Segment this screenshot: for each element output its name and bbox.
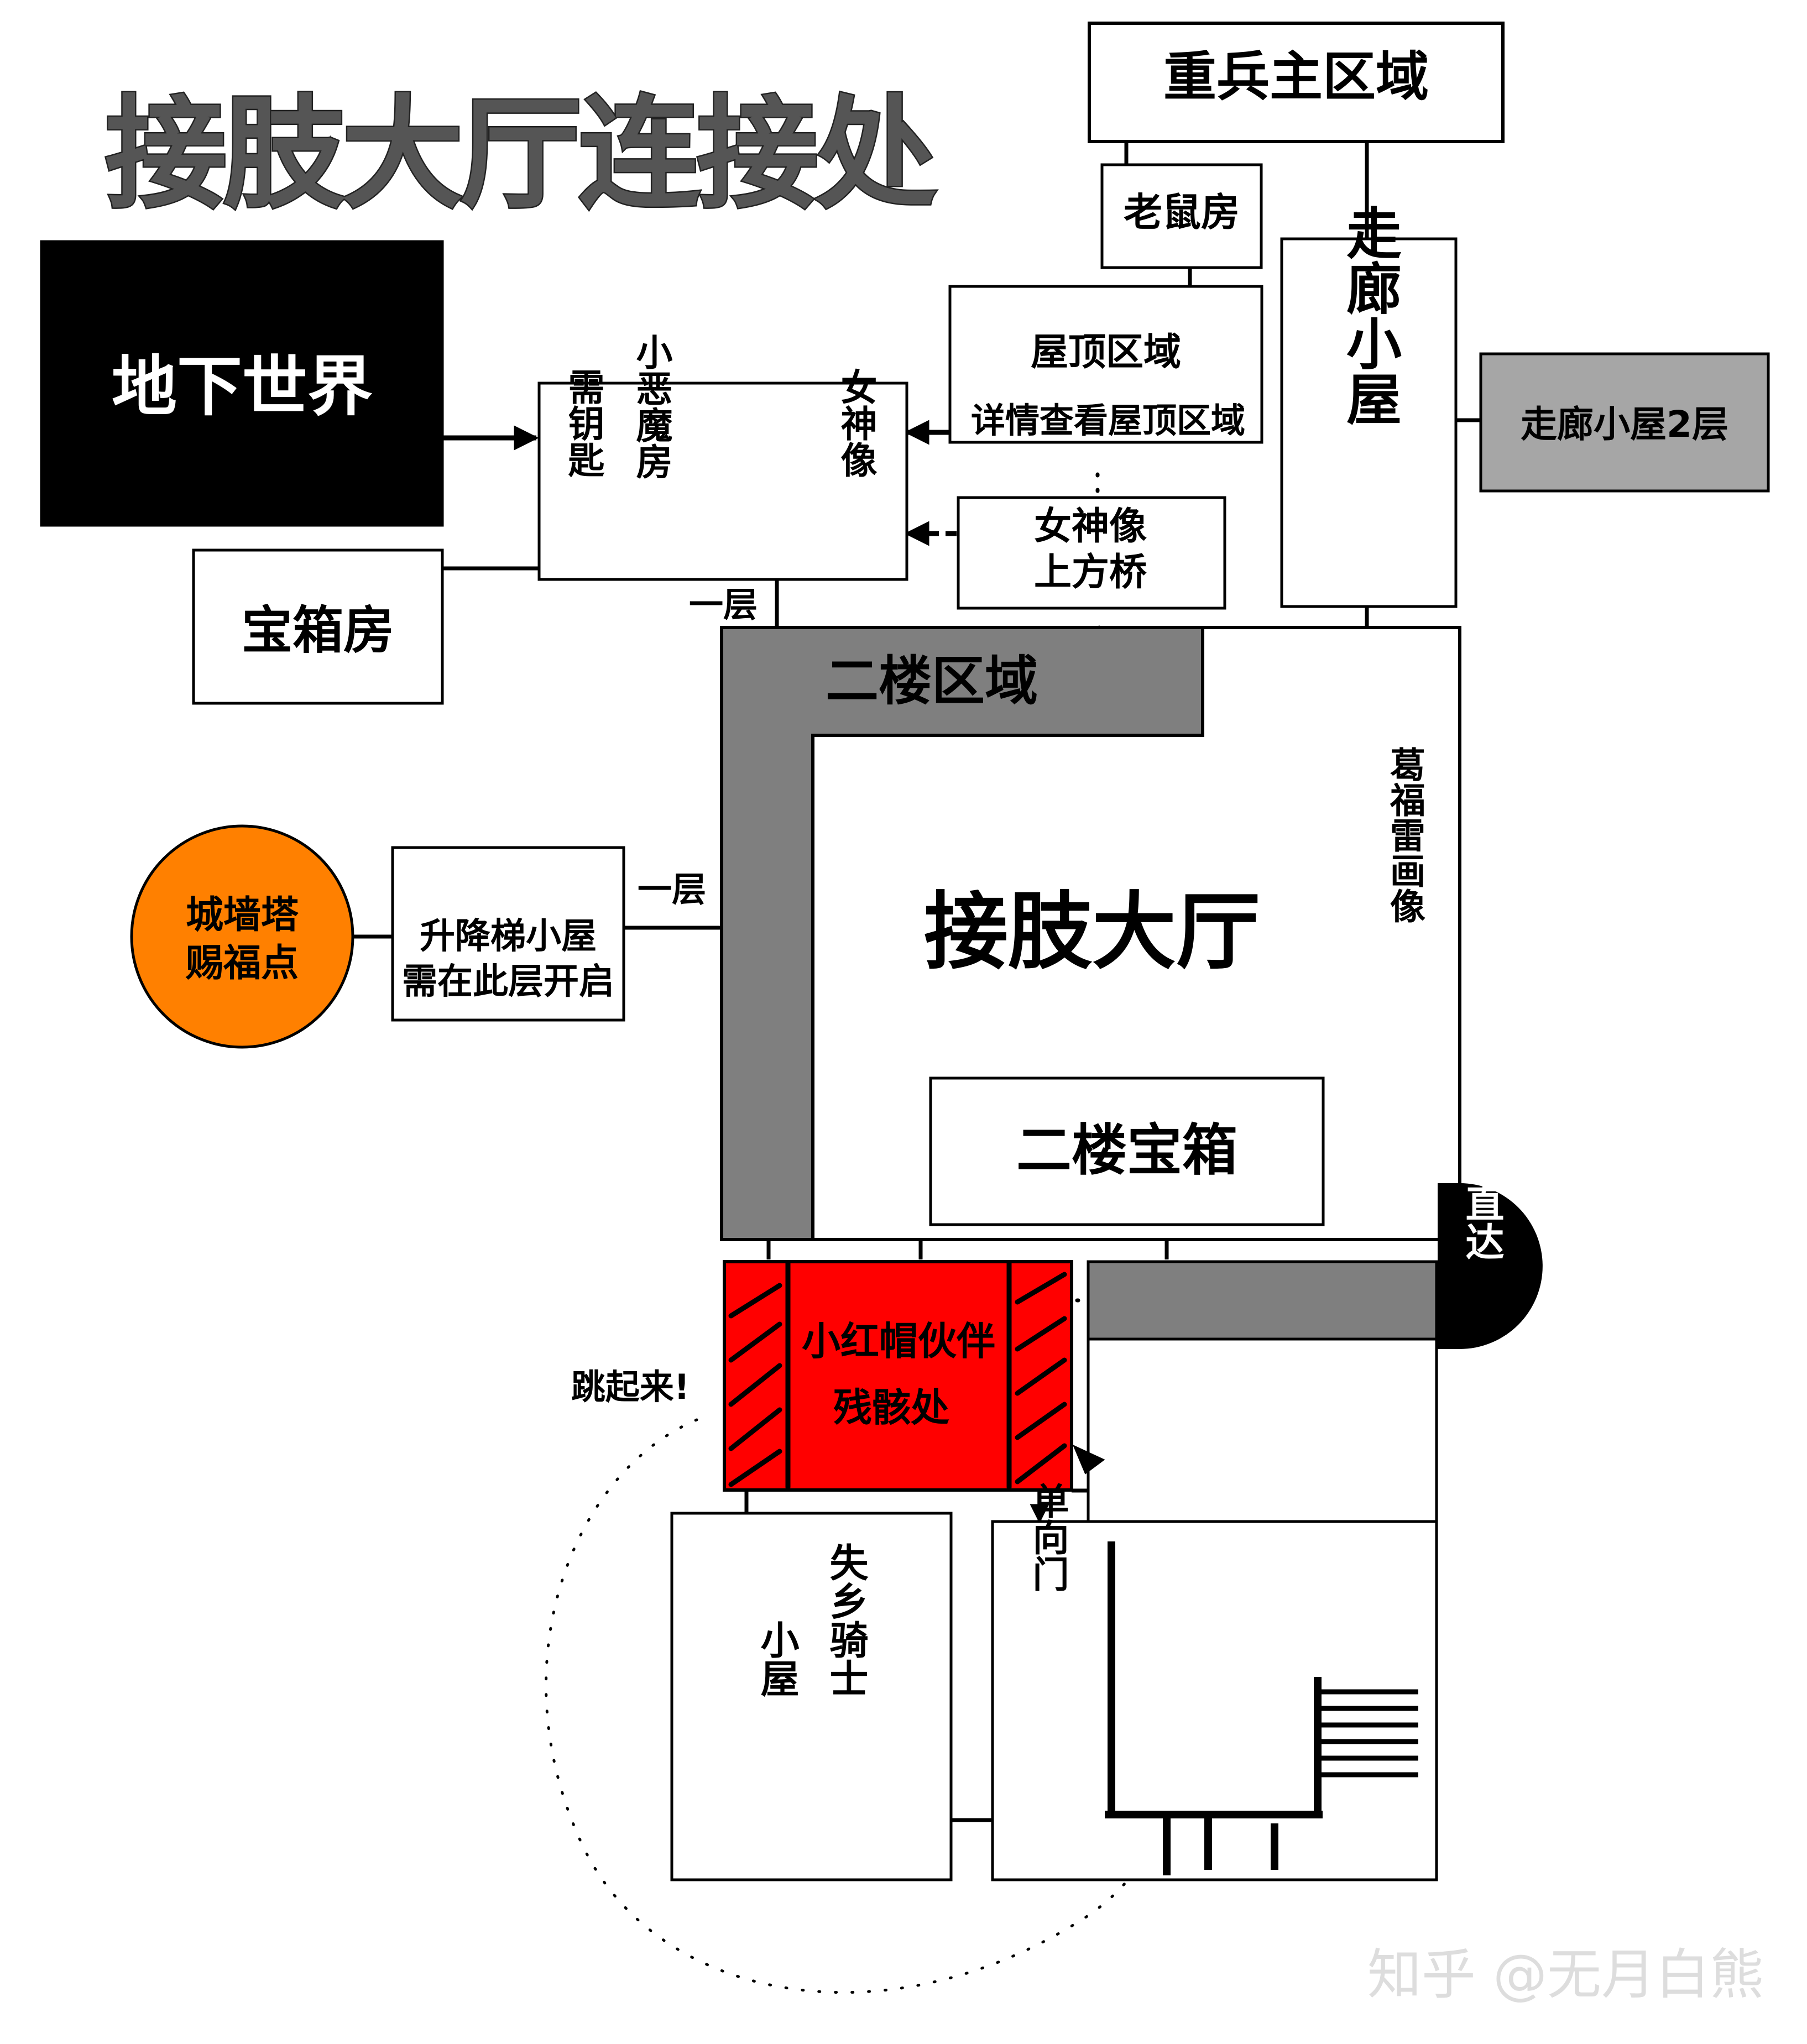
red-remains-label-1: 小红帽伙伴 — [802, 1319, 995, 1364]
jump-label: 跳起来! — [571, 1367, 690, 1407]
red-remains-label-2: 残骸处 — [833, 1385, 949, 1430]
wall-tower-label-2: 赐福点 — [185, 942, 299, 985]
wall-tower-circle — [130, 824, 354, 1049]
floor2-area-band — [720, 626, 1204, 1241]
map-title: 接肢大厅连接处 — [105, 83, 936, 225]
rat-room-box — [1100, 163, 1263, 269]
treasure-room-label: 宝箱房 — [242, 601, 394, 660]
elevator-label-2: 需在此层开启 — [402, 961, 614, 1002]
imp-room-label: 小恶魔房 — [630, 333, 673, 479]
main-area-box — [1088, 22, 1505, 143]
direct-floor1-label: 一楼直达 — [1459, 1106, 1505, 1261]
underworld-label: 地下世界 — [112, 348, 373, 425]
roof-detail-label: 详情查看屋顶区域 — [971, 400, 1245, 441]
elevator-box — [391, 846, 625, 1022]
lost-knight-label: 失乡骑士 — [823, 1543, 869, 1697]
corridor-house-box — [1280, 237, 1458, 608]
imp-room-box — [537, 381, 908, 581]
underworld-box — [40, 240, 444, 527]
elevator-label-1: 升降梯小屋 — [420, 916, 597, 957]
goddess-bridge-label-2: 上方桥 — [1034, 551, 1147, 594]
need-key-label: 需钥匙 — [562, 368, 605, 478]
rat-room-label: 老鼠房 — [1124, 190, 1240, 235]
floor2-chest-label: 二楼宝箱 — [1016, 1118, 1237, 1183]
treasure-room-box — [192, 548, 444, 705]
corridor-house-2f-box — [1479, 352, 1770, 493]
goddess-bridge-label-1: 女神像 — [1034, 505, 1147, 548]
hut-label: 小屋 — [754, 1620, 800, 1697]
stairs-walls — [1105, 1541, 1323, 1875]
main-area-label: 重兵主区域 — [1163, 46, 1429, 108]
roof-area-label: 屋顶区域 — [1031, 331, 1181, 374]
one-way-door-room-box — [991, 1520, 1438, 1881]
lower-room-box — [1087, 1337, 1438, 1523]
roof-area-box — [948, 285, 1263, 444]
hall-label: 接肢大厅 — [924, 883, 1260, 981]
floor2-area-label: 二楼区域 — [826, 650, 1038, 712]
connection-lines — [353, 142, 1481, 1822]
goddess-bridge-box — [957, 496, 1226, 610]
wall-tower-label-1: 城墙塔 — [186, 893, 299, 937]
red-room-hatching — [728, 1261, 1067, 1490]
jump-arrow-head — [1072, 1444, 1105, 1475]
stairs-steps — [1322, 1689, 1418, 1778]
lower-corridor-band — [1087, 1260, 1438, 1341]
corridor-house-2f-label: 走廊小屋2层 — [1521, 403, 1728, 446]
godfrey-portrait-label: 葛福雷画像 — [1384, 746, 1426, 923]
floor1-label-top: 一层 — [689, 584, 758, 625]
goddess-statue-label: 女神像 — [835, 368, 878, 478]
corridor-house-label: 走廊小屋 — [1337, 205, 1402, 426]
floor2-chest-box — [929, 1076, 1325, 1226]
watermark: 知乎 @无月白熊 — [1367, 1943, 1764, 2006]
direct-floor1-shape — [1438, 1183, 1543, 1349]
red-remains-box — [723, 1260, 1073, 1492]
lost-knight-hut-box — [670, 1512, 953, 1881]
floor1-label-mid: 一层 — [638, 869, 706, 909]
one-way-door-label: 单向门 — [1027, 1482, 1069, 1592]
